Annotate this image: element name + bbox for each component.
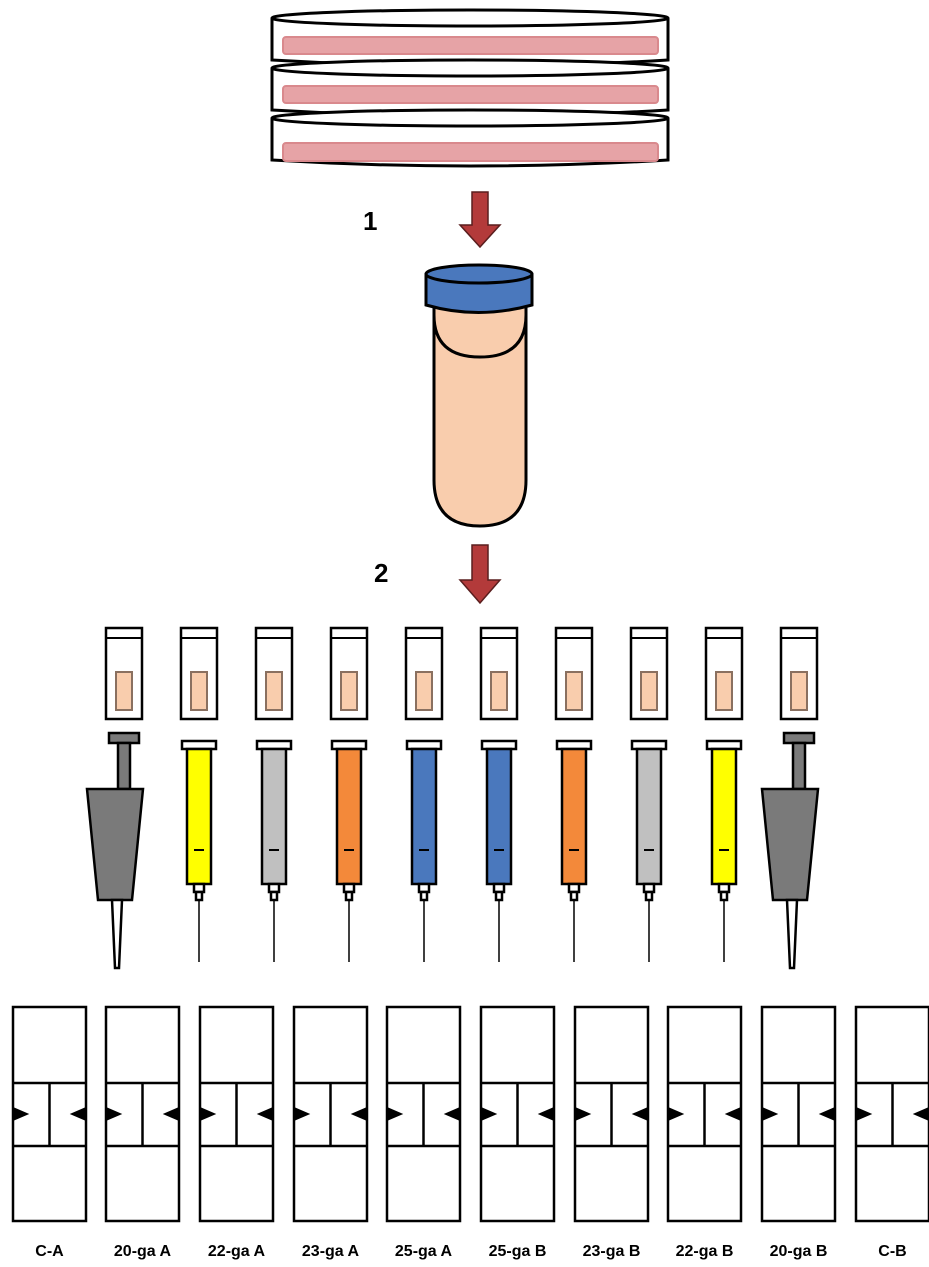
chamber <box>668 1007 741 1221</box>
culture-dish-stack <box>272 10 668 166</box>
chamber-row <box>13 1007 929 1221</box>
chamber-label-row: C-A 20-ga A 22-ga A 23-ga A 25-ga A 25-ga B 23… <box>35 1243 906 1260</box>
chamber-label: 22-ga B <box>676 1243 734 1260</box>
collection-tube <box>426 265 532 526</box>
sample-tube <box>631 628 667 719</box>
syringe <box>707 741 741 962</box>
sample-tube <box>706 628 742 719</box>
chamber <box>106 1007 179 1221</box>
step-1-arrow <box>460 192 500 247</box>
culture-dish <box>272 110 668 166</box>
syringe <box>257 741 291 962</box>
sample-tube <box>256 628 292 719</box>
chamber <box>575 1007 648 1221</box>
step-1-label: 1 <box>363 206 377 236</box>
syringe <box>482 741 516 962</box>
sample-tube <box>781 628 817 719</box>
chamber-label: 20-ga B <box>770 1243 828 1260</box>
sample-tube <box>106 628 142 719</box>
syringe <box>407 741 441 962</box>
culture-dish <box>272 60 668 116</box>
step-2-arrow <box>460 545 500 603</box>
device-row <box>87 733 818 968</box>
chamber <box>200 1007 273 1221</box>
chamber <box>294 1007 367 1221</box>
chamber-label: 25-ga A <box>395 1243 453 1260</box>
culture-dish <box>272 10 668 66</box>
syringe <box>182 741 216 962</box>
sample-tube <box>481 628 517 719</box>
chamber <box>856 1007 929 1221</box>
chamber-label: 25-ga B <box>489 1243 547 1260</box>
sample-tube <box>331 628 367 719</box>
chamber-label: C-B <box>878 1243 906 1260</box>
sample-tube-row <box>106 628 817 719</box>
chamber <box>387 1007 460 1221</box>
chamber-label: 23-ga A <box>302 1243 360 1260</box>
step-2-label: 2 <box>374 558 388 588</box>
chamber-label: C-A <box>35 1243 64 1260</box>
syringe <box>332 741 366 962</box>
chamber <box>13 1007 86 1221</box>
pipette <box>87 733 143 968</box>
chamber <box>762 1007 835 1221</box>
chamber-label: 22-ga A <box>208 1243 266 1260</box>
sample-tube <box>556 628 592 719</box>
chamber-label: 23-ga B <box>583 1243 641 1260</box>
pipette <box>762 733 818 968</box>
syringe <box>557 741 591 962</box>
sample-tube <box>181 628 217 719</box>
chamber <box>481 1007 554 1221</box>
chamber-label: 20-ga A <box>114 1243 172 1260</box>
sample-tube <box>406 628 442 719</box>
syringe <box>632 741 666 962</box>
